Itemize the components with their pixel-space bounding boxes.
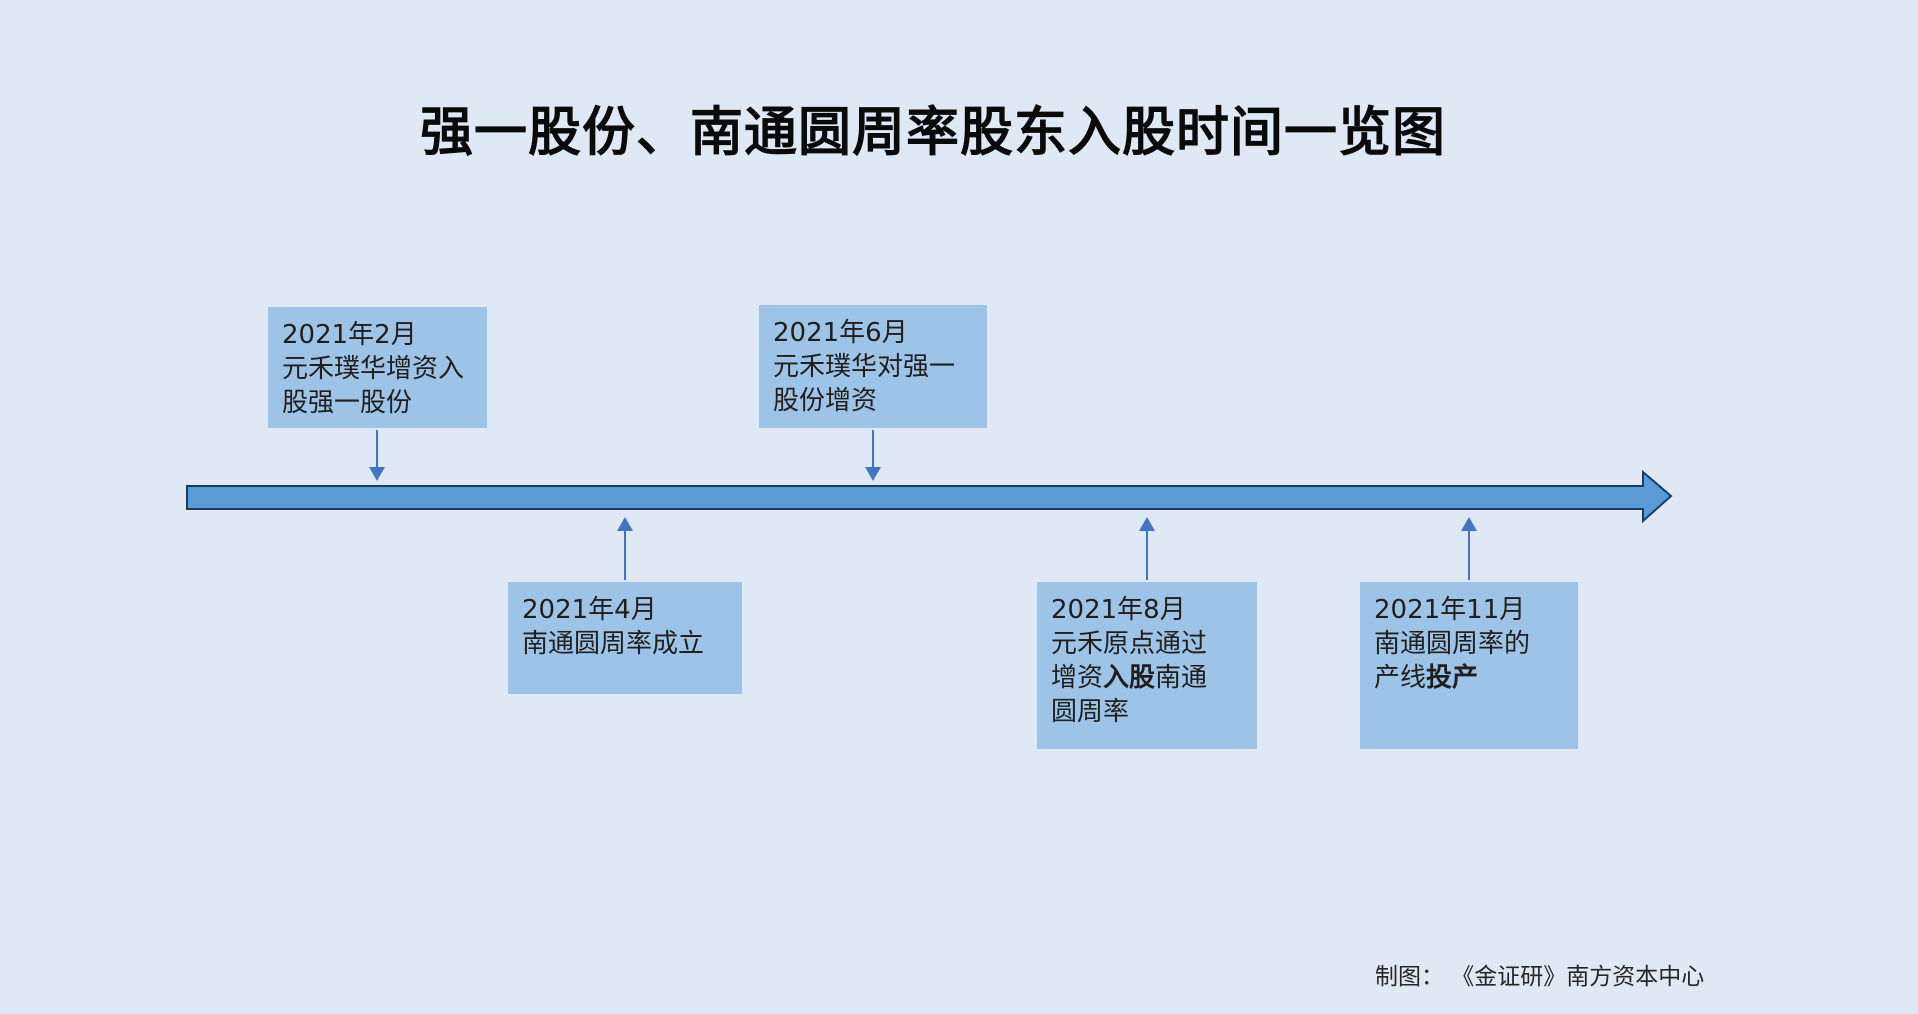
- event-text-segment: 南通圆周率成立: [522, 629, 705, 659]
- event-text-segment: 2021年2月: [282, 320, 417, 350]
- event-text-segment: 股份增资: [773, 386, 878, 416]
- event-text-segment: 股强一股份: [282, 388, 413, 418]
- event-date: 2021年4月: [522, 593, 728, 627]
- event-box-2021-11: 2021年11月 南通圆周率的 产线投产: [1360, 582, 1578, 749]
- event-text-line: 圆周率: [1051, 695, 1243, 729]
- event-text-segment: 2021年8月: [1051, 595, 1186, 625]
- event-text-segment: 产线: [1374, 663, 1427, 693]
- event-text-segment-bold: 投产: [1426, 663, 1479, 693]
- down-arrow-icon: [865, 430, 881, 481]
- event-text-segment: 元禾璞华对强一: [773, 352, 956, 382]
- event-date: 2021年2月: [282, 318, 473, 352]
- event-text-segment: 2021年4月: [522, 595, 657, 625]
- event-box-2021-04: 2021年4月 南通圆周率成立: [508, 582, 742, 694]
- event-text-line: 产线投产: [1374, 661, 1564, 695]
- event-text-segment: 南通圆周率的: [1374, 629, 1531, 659]
- event-text-line: 元禾原点通过: [1051, 627, 1243, 661]
- event-text-line: 南通圆周率的: [1374, 627, 1564, 661]
- event-box-2021-02: 2021年2月 元禾璞华增资入 股强一股份: [268, 307, 487, 428]
- up-arrow-icon: [1139, 517, 1155, 580]
- timeline-right-arrow-icon: [186, 469, 1673, 524]
- down-arrow-icon: [369, 430, 385, 481]
- event-date: 2021年8月: [1051, 593, 1243, 627]
- page-title: 强一股份、南通圆周率股东入股时间一览图: [420, 102, 1446, 163]
- up-arrow-icon: [617, 517, 633, 580]
- event-text-segment: 2021年11月: [1374, 595, 1526, 625]
- event-text-segment: 增资: [1051, 663, 1104, 693]
- event-text-line: 股强一股份: [282, 386, 473, 420]
- up-arrow-icon: [1461, 517, 1477, 580]
- event-text-segment-bold: 入股: [1103, 663, 1156, 693]
- event-text-segment: 南通: [1155, 663, 1208, 693]
- event-text-line: 增资入股南通: [1051, 661, 1243, 695]
- event-text-line: 元禾璞华增资入: [282, 352, 473, 386]
- event-text-segment: 元禾璞华增资入: [282, 354, 465, 384]
- event-text-line: 股份增资: [773, 384, 973, 418]
- event-date: 2021年6月: [773, 316, 973, 350]
- event-text-segment: 元禾原点通过: [1051, 629, 1208, 659]
- credit-caption: 制图： 《金证研》南方资本中心: [1375, 964, 1705, 990]
- event-box-2021-06: 2021年6月 元禾璞华对强一 股份增资: [759, 305, 987, 428]
- event-date: 2021年11月: [1374, 593, 1564, 627]
- event-text-line: 元禾璞华对强一: [773, 350, 973, 384]
- event-text-segment: 圆周率: [1051, 697, 1130, 727]
- event-box-2021-08: 2021年8月 元禾原点通过 增资入股南通 圆周率: [1037, 582, 1257, 749]
- event-text-line: 南通圆周率成立: [522, 627, 728, 661]
- event-text-segment: 2021年6月: [773, 318, 908, 348]
